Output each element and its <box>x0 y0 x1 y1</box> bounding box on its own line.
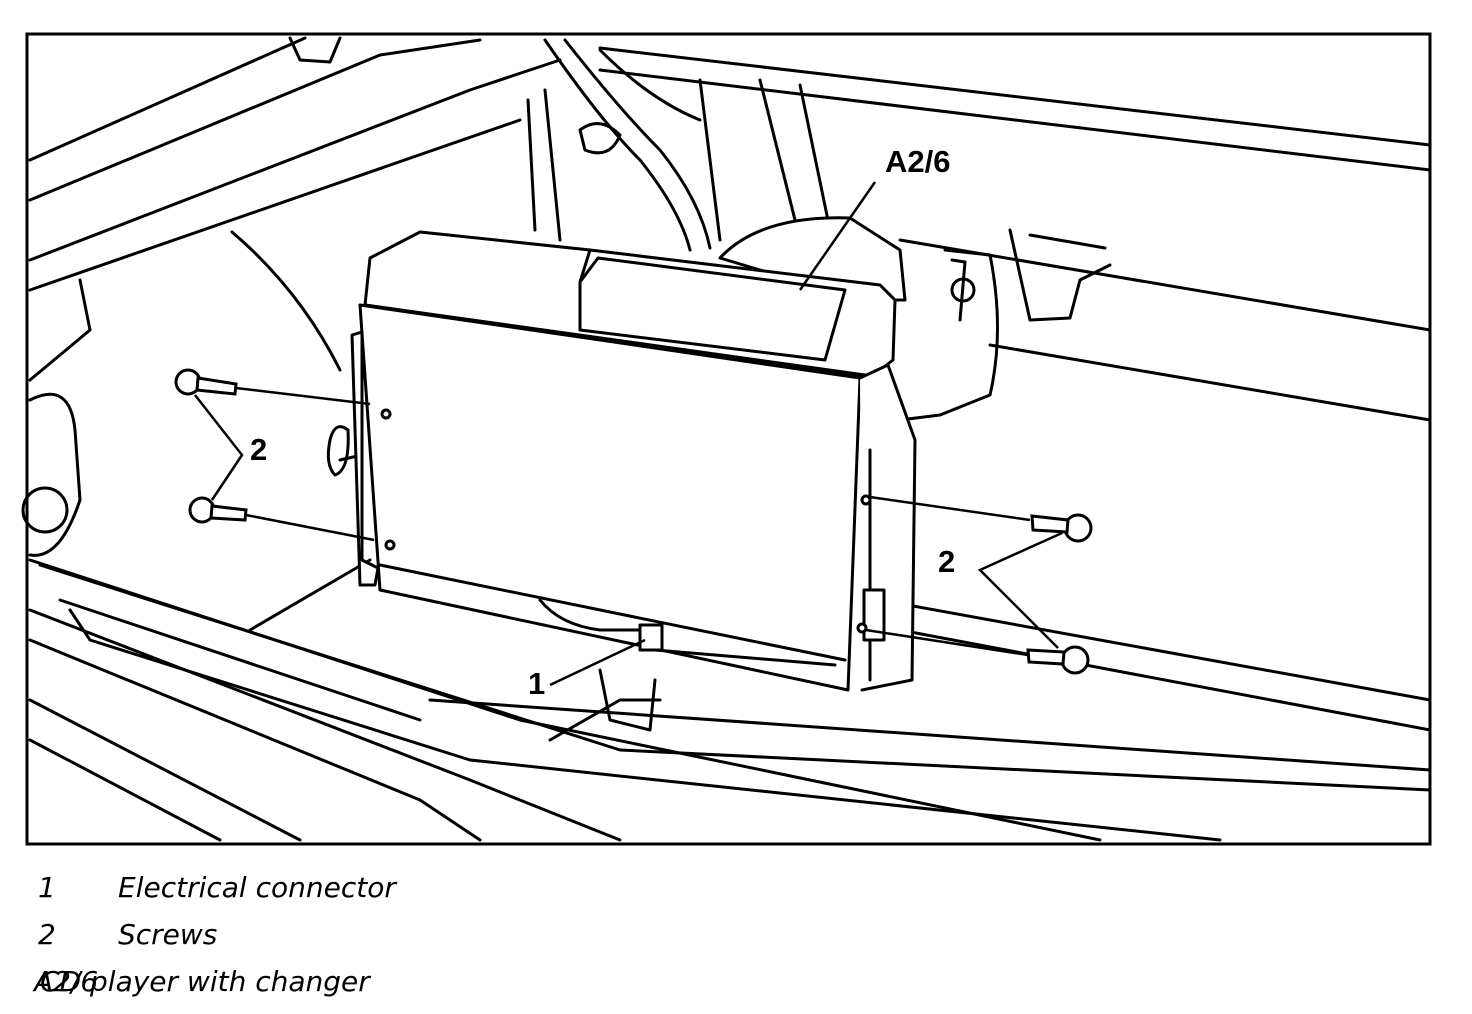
callout-screws-right: 2 <box>938 544 955 579</box>
screw-left-lower-icon <box>188 496 248 524</box>
screw-right-lower-icon <box>1026 645 1090 675</box>
legend-item: 1 Electrical connector <box>34 864 396 911</box>
cd-changer-module <box>350 216 917 692</box>
legend-description: CD player with changer <box>40 965 370 998</box>
legend-item: 2 Screws <box>34 911 370 958</box>
leader-lines <box>194 181 1063 687</box>
legend-key: A2/6 <box>34 965 99 998</box>
trunk-background <box>21 36 1432 842</box>
legend-key: 1 <box>38 871 56 904</box>
legend-description: Screws <box>118 918 218 951</box>
callout-screws-left: 2 <box>250 432 267 467</box>
callout-connector: 1 <box>528 666 545 701</box>
legend-description: Electrical connector <box>118 871 396 904</box>
screw-left-upper-icon <box>174 368 238 396</box>
callout-a2-6: A2/6 <box>885 144 950 179</box>
screw-right-upper-icon <box>1030 513 1093 543</box>
legend-key: 2 <box>38 918 56 951</box>
